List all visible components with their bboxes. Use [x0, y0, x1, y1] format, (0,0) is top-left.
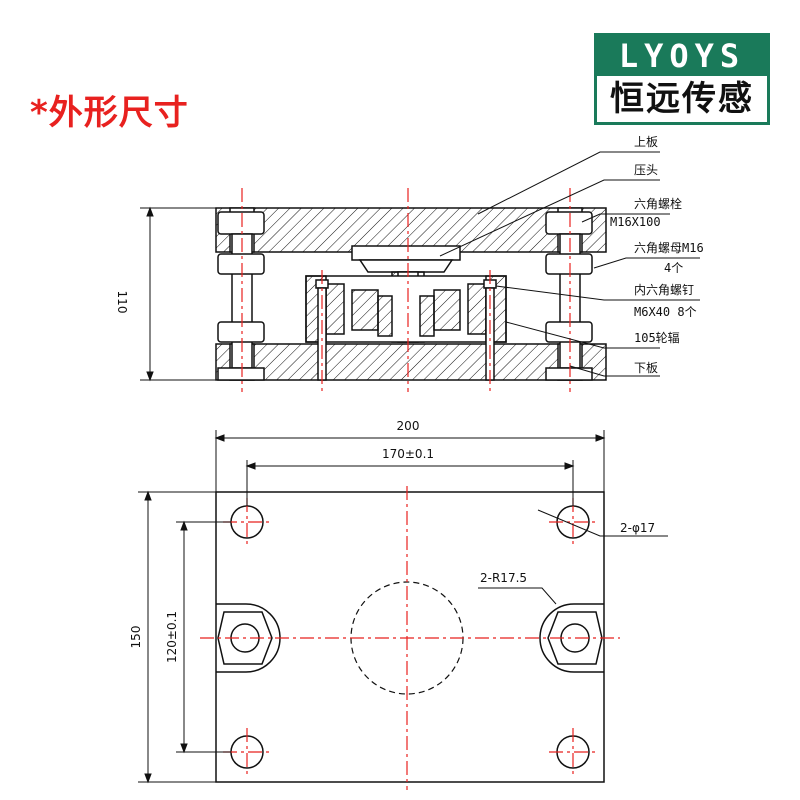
page-title: *外形尺寸: [30, 93, 189, 133]
hole-spacing-x-label: 170±0.1: [382, 447, 434, 461]
upper-plate: [215, 207, 607, 253]
top-view: [215, 491, 605, 783]
depth-dimension-label: 150: [129, 626, 143, 649]
callout-lower-plate: 下板: [634, 361, 658, 375]
slot-radius-label: 2-R17.5: [480, 571, 527, 585]
width-dimension-label: 200: [397, 419, 420, 433]
callout-press-head: 压头: [634, 163, 658, 177]
callout-upper-plate: 上板: [634, 135, 658, 149]
lower-plate: [215, 343, 607, 381]
callout-socket-screw: 内六角螺钉: [634, 283, 694, 297]
hole-spacing-y-label: 120±0.1: [165, 611, 179, 663]
hole-diameter-label: 2-φ17: [620, 521, 655, 535]
logo-latin-text: LYOYS: [597, 36, 767, 76]
logo-chinese-text: 恒远传感: [610, 79, 754, 119]
callout-hex-bolt: 六角螺栓: [634, 196, 682, 211]
callout-hex-nut-qty: 4个: [664, 261, 683, 275]
slot-right: [539, 603, 604, 673]
callout-socket-screw-spec: M6X40 8个: [634, 305, 697, 319]
height-dimension: [140, 206, 216, 382]
spoke-load-cell: [305, 275, 507, 343]
hex-bolt-left: [217, 211, 265, 381]
callout-leaders: [439, 151, 700, 377]
front-centerlines: [241, 188, 571, 392]
callout-hex-nut: 六角螺母M16: [634, 241, 704, 255]
height-dimension-label: 110: [115, 291, 129, 314]
hex-nut-top-right: [547, 611, 603, 665]
top-view-dimensions: [138, 430, 668, 784]
brand-logo: LYOYS 恒远传感: [594, 33, 770, 125]
front-view: [215, 207, 607, 381]
base-plate-outline: [215, 491, 605, 783]
callout-spoke-cell: 105轮辐: [634, 330, 680, 345]
callout-hex-bolt-spec: M16X100: [610, 215, 661, 229]
